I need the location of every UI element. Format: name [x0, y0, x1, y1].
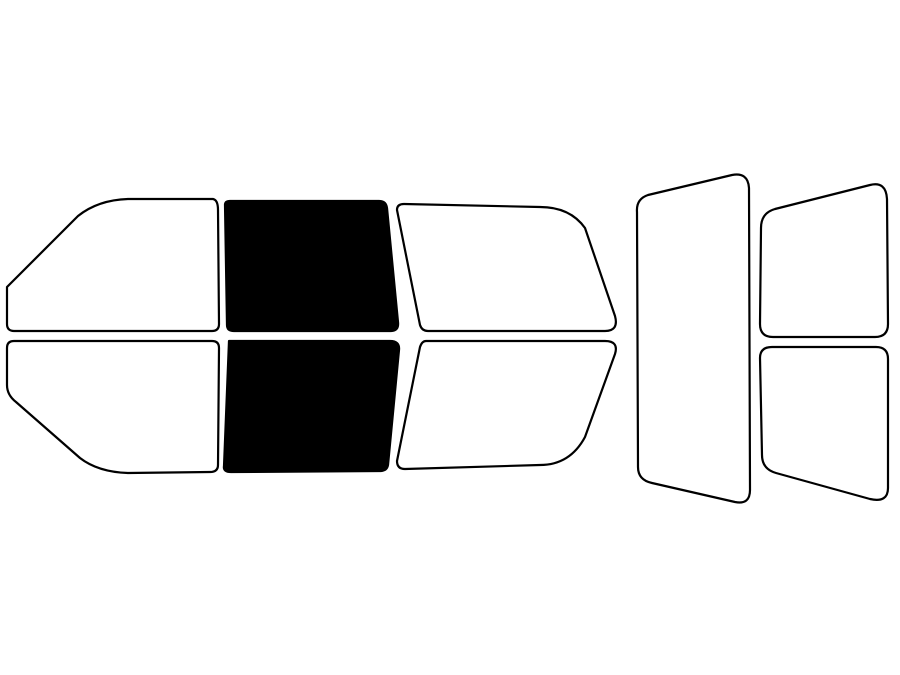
- window-rear-quarter-lower: [758, 345, 890, 501]
- window-passenger-side-front-vent: [5, 339, 221, 475]
- window-passenger-side-front-door: [222, 339, 401, 474]
- window-driver-side-front-vent: [5, 197, 221, 333]
- window-group: [5, 173, 890, 504]
- window-driver-side-front-door: [223, 199, 400, 333]
- window-driver-side-rear-door: [395, 202, 617, 333]
- window-rear-windshield: [635, 173, 752, 504]
- window-rear-quarter-upper: [758, 183, 890, 339]
- window-passenger-side-rear-door: [395, 339, 617, 471]
